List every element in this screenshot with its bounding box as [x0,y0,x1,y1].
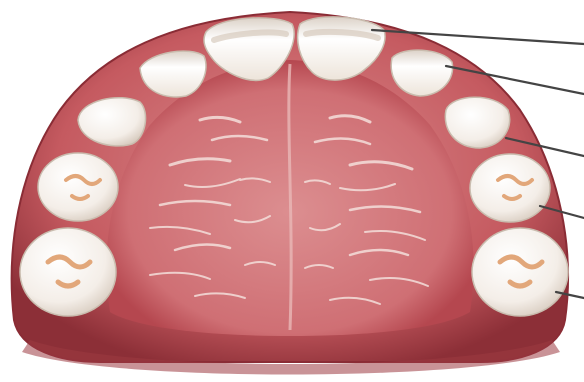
left-first-molar-tooth [38,153,118,221]
left-second-molar-tooth [20,228,116,316]
right-second-molar-tooth [472,228,568,316]
right-first-molar-tooth [470,154,550,222]
